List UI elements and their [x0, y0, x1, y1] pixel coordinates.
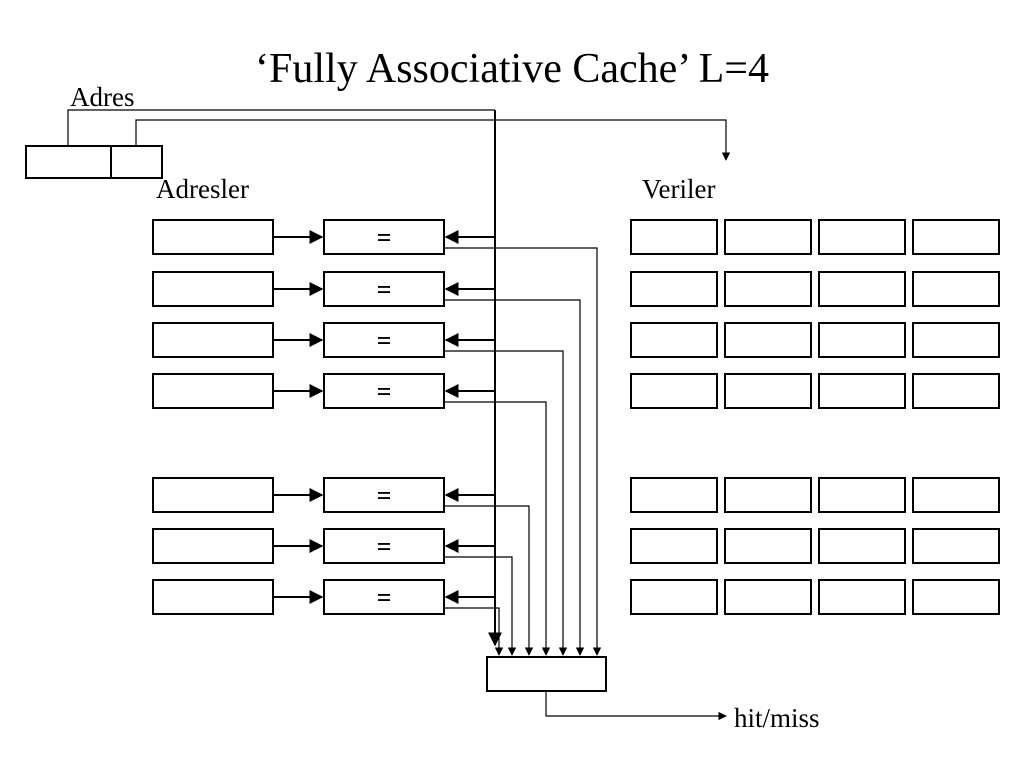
address-tag-field — [25, 145, 112, 179]
hit-miss-label: hit/miss — [734, 703, 820, 733]
data-word-box — [724, 477, 812, 513]
comparator-box — [323, 322, 445, 358]
data-word-box — [630, 219, 718, 255]
data-word-box — [630, 271, 718, 307]
hit-logic-box — [486, 656, 607, 692]
data-word-box — [724, 528, 812, 564]
cache-line: = — [152, 271, 1000, 656]
match-output-wire — [444, 607, 504, 656]
match-output-wire — [444, 350, 568, 656]
data-word-box — [818, 373, 906, 409]
data-word-box — [630, 528, 718, 564]
match-output-wire — [444, 401, 551, 656]
data-word-box — [818, 579, 906, 615]
comparator-symbol: = — [377, 275, 392, 304]
address-offset-field — [110, 145, 163, 179]
comparator-symbol: = — [377, 326, 392, 355]
cache-line: = — [152, 322, 1000, 656]
comparator-box — [323, 528, 445, 564]
offset-wire — [135, 119, 731, 161]
comparator-symbol: = — [377, 532, 392, 561]
data-word-box — [912, 528, 1000, 564]
data-word-box — [724, 271, 812, 307]
match-output-wire — [444, 247, 602, 656]
match-output-wire — [444, 505, 534, 656]
data-word-box — [818, 528, 906, 564]
data-word-box — [724, 322, 812, 358]
comparator-symbol: = — [377, 481, 392, 510]
hit-miss-wire — [545, 691, 727, 721]
data-word-box — [818, 271, 906, 307]
comparator-box — [323, 219, 445, 255]
data-word-box — [724, 373, 812, 409]
cache-line: = — [152, 528, 1000, 656]
tag-storage-box — [152, 579, 274, 615]
data-word-box — [912, 322, 1000, 358]
data-word-box — [724, 579, 812, 615]
address-label: Adres — [70, 82, 134, 112]
data-word-box — [630, 579, 718, 615]
data-word-box — [912, 579, 1000, 615]
match-output-wire — [444, 556, 517, 656]
comparator-symbol: = — [377, 583, 392, 612]
addresses-header: Adresler — [156, 174, 249, 204]
data-word-box — [818, 477, 906, 513]
data-word-box — [818, 219, 906, 255]
tag-storage-box — [152, 322, 274, 358]
data-word-box — [818, 322, 906, 358]
comparator-symbol: = — [377, 377, 392, 406]
comparator-box — [323, 271, 445, 307]
cache-line: = — [152, 579, 1000, 656]
data-header: Veriler — [642, 174, 715, 204]
data-word-box — [630, 373, 718, 409]
cache-line: = — [152, 477, 1000, 656]
tag-storage-box — [152, 528, 274, 564]
cache-line: = — [152, 219, 1000, 656]
match-output-wire — [444, 299, 585, 656]
tag-storage-box — [152, 477, 274, 513]
data-word-box — [912, 373, 1000, 409]
data-word-box — [912, 271, 1000, 307]
slide-title: ‘Fully Associative Cache’ L=4 — [255, 46, 769, 92]
cache-lines: = = = = = = = — [152, 219, 1000, 656]
comparator-symbol: = — [377, 223, 392, 252]
tag-storage-box — [152, 373, 274, 409]
comparator-box — [323, 579, 445, 615]
comparator-box — [323, 373, 445, 409]
data-word-box — [630, 322, 718, 358]
data-word-box — [724, 219, 812, 255]
tag-wire — [67, 109, 495, 146]
cache-line: = — [152, 373, 1000, 656]
tag-storage-box — [152, 271, 274, 307]
tag-storage-box — [152, 219, 274, 255]
data-word-box — [630, 477, 718, 513]
comparator-box — [323, 477, 445, 513]
data-word-box — [912, 477, 1000, 513]
data-word-box — [912, 219, 1000, 255]
